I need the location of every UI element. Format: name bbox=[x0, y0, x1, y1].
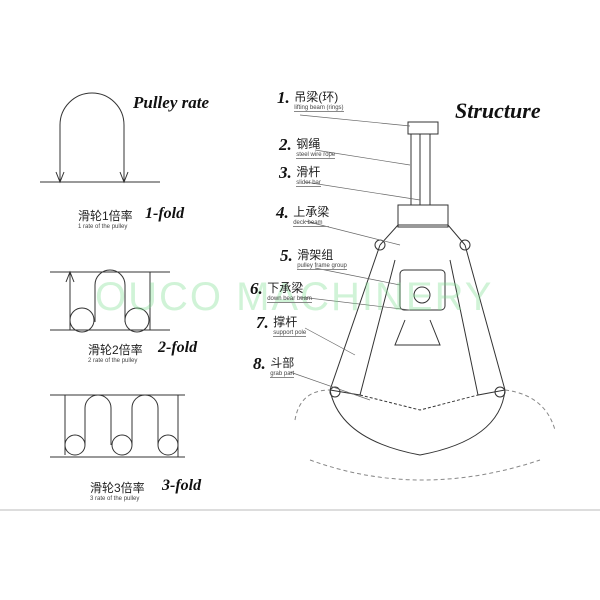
pulley-2-fold: 2-fold bbox=[158, 339, 198, 356]
leader-lines bbox=[289, 114, 421, 401]
grab-drawing bbox=[294, 121, 556, 481]
pulley-1-fold: 1-fold bbox=[145, 205, 185, 222]
pulley-3-fold: 3-fold bbox=[162, 477, 202, 494]
pulley-3-fold-drawing bbox=[50, 394, 185, 458]
structure-title: Structure bbox=[455, 98, 541, 123]
pulley-1-fold-drawing bbox=[40, 92, 160, 184]
pulley-rate-title: Pulley rate bbox=[133, 93, 210, 112]
part-1: 1. 吊梁(环)lifting beam (rings) bbox=[277, 88, 344, 112]
watermark: OUCO MACHINERY bbox=[95, 275, 494, 319]
pulley-2-fold-drawing bbox=[50, 269, 170, 333]
